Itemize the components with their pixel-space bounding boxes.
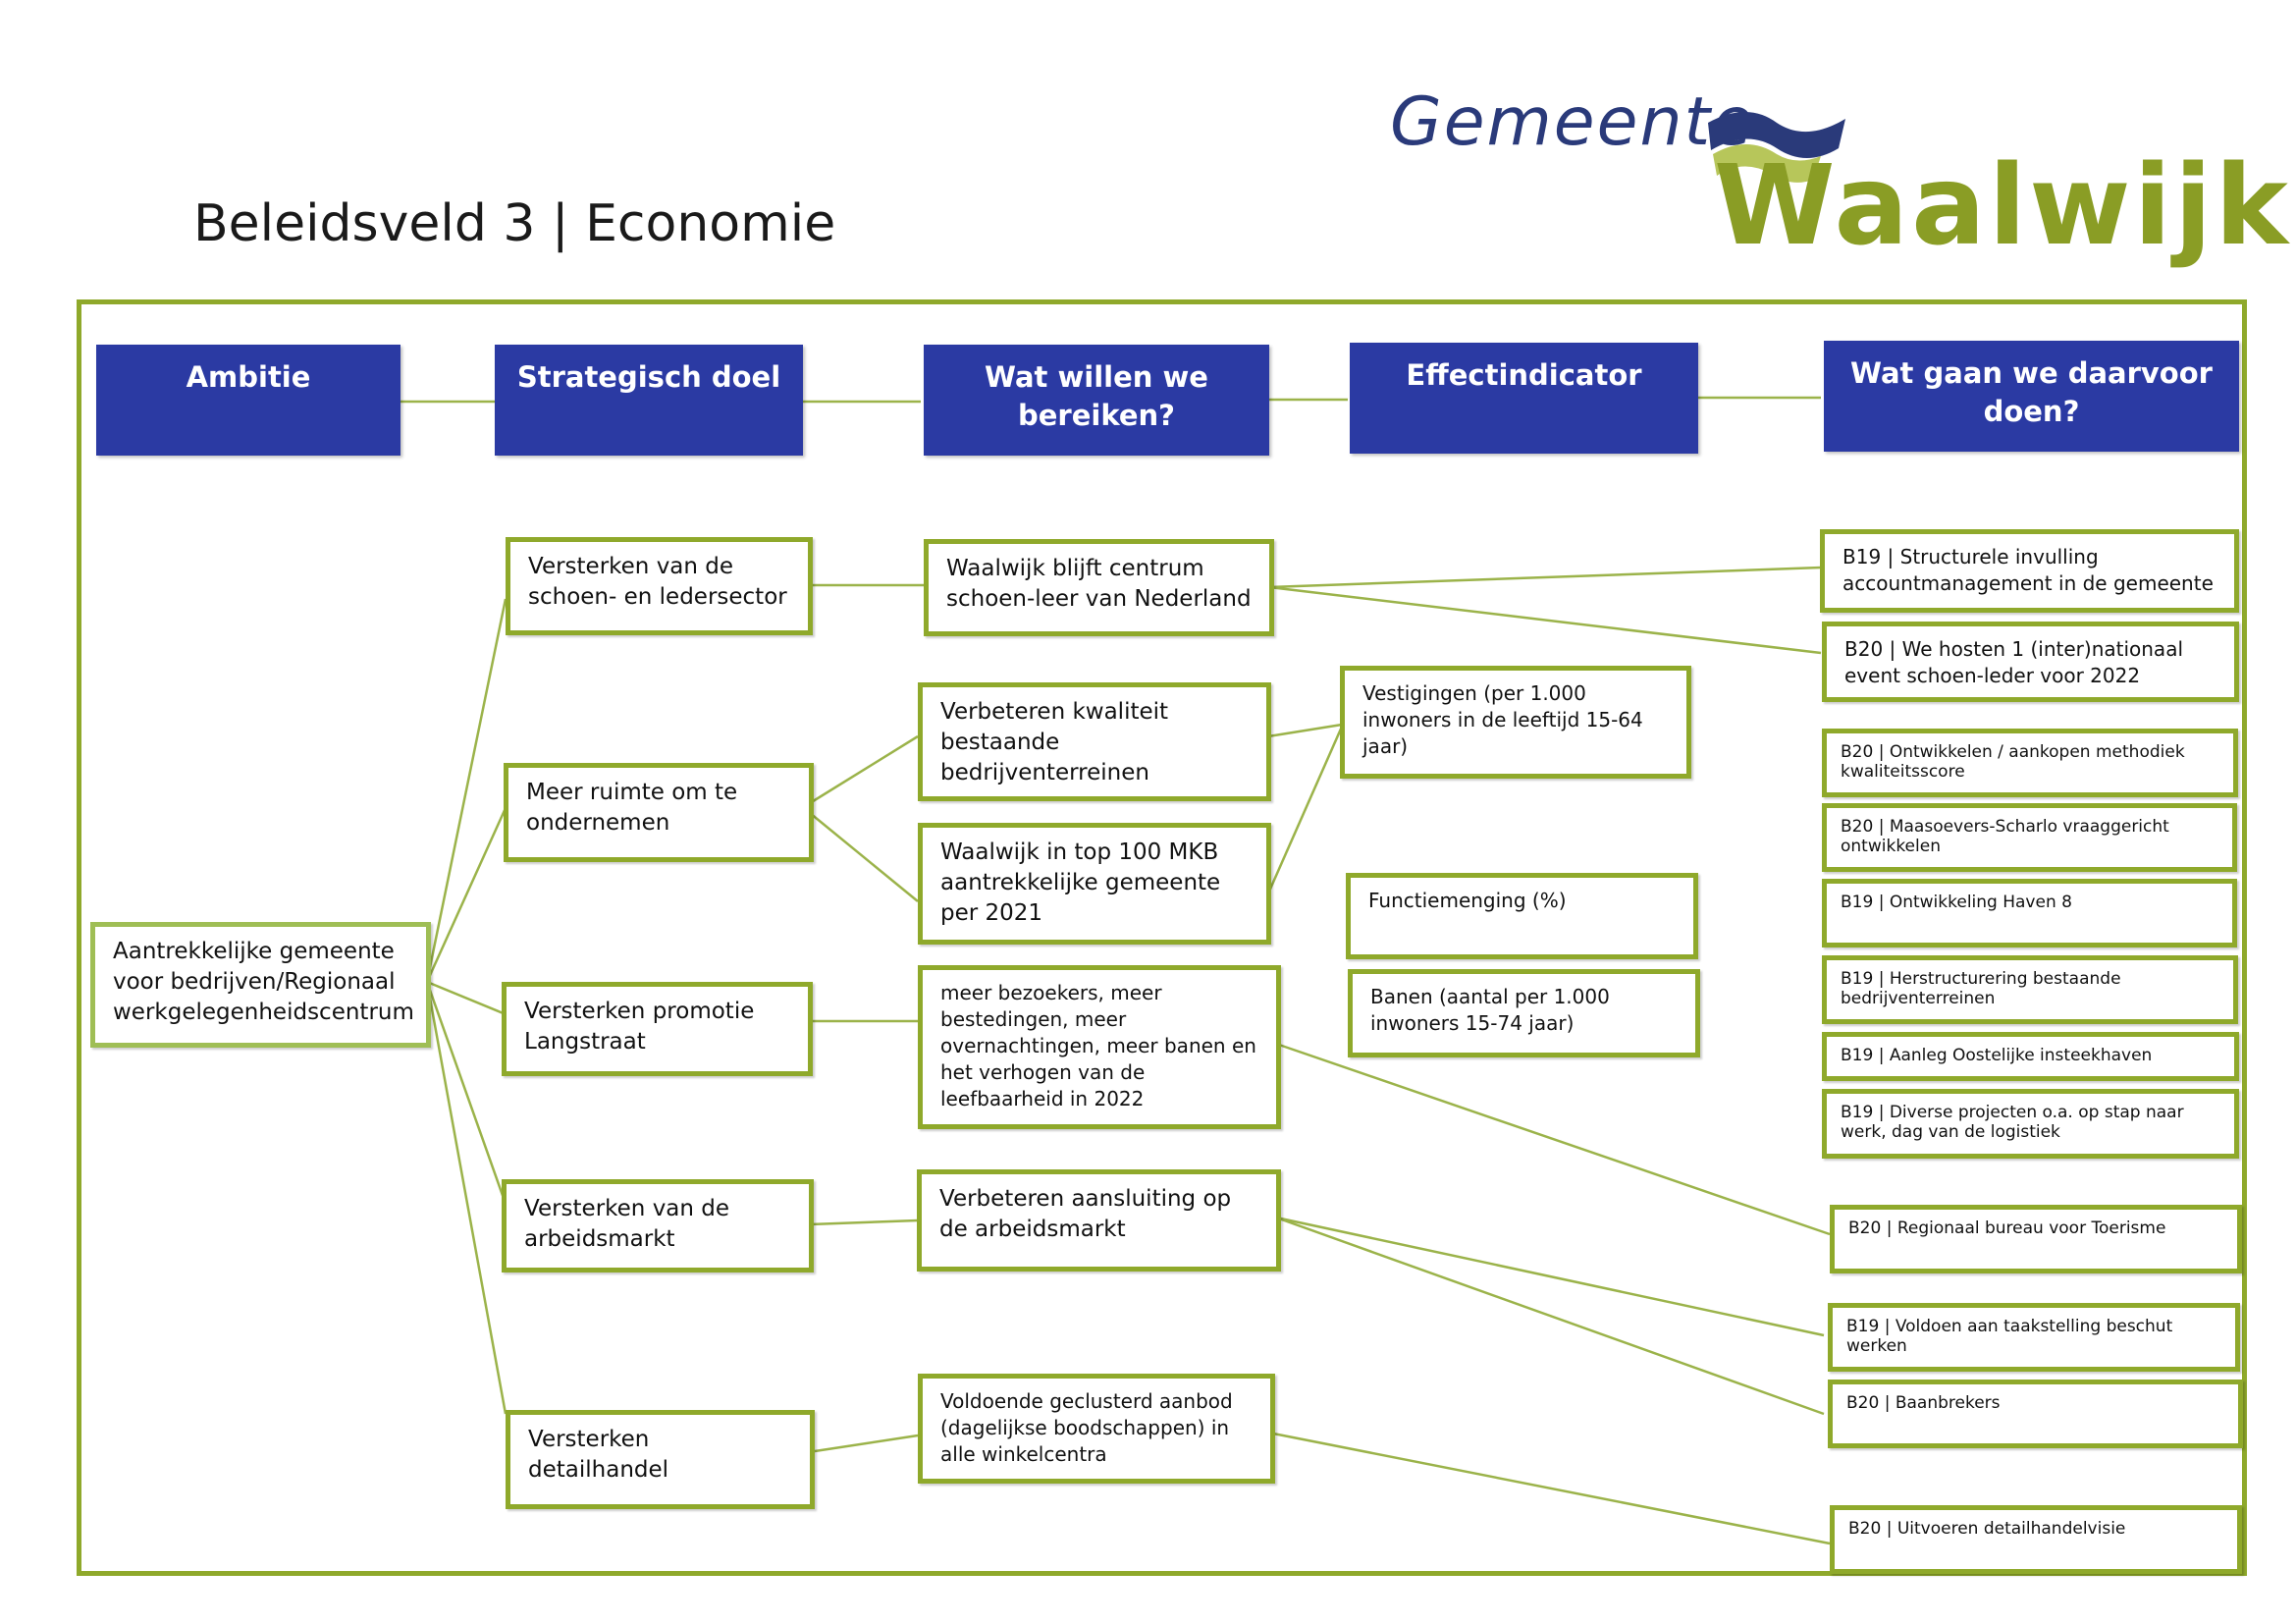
logo-text-waalwijk: Waalwijk [1714, 142, 2291, 270]
bereiken-aansluiting-arbeidsmarkt: Verbeteren aansluiting op de arbeidsmark… [917, 1169, 1281, 1272]
header-strategisch-doel: Strategisch doel [495, 345, 803, 456]
doel-meer-ruimte: Meer ruimte om te ondernemen [504, 763, 814, 862]
logo-text-gemeente: Gemeente [1390, 83, 1756, 161]
indicator-vestigingen: Vestigingen (per 1.000 inwoners in de le… [1340, 666, 1691, 779]
actie-event-schoen-leder: B20 | We hosten 1 (inter)nationaal event… [1822, 622, 2239, 702]
doel-promotie-langstraat: Versterken promotie Langstraat [502, 982, 813, 1076]
actie-maasoevers-scharlo: B20 | Maasoevers-Scharlo vraaggericht on… [1822, 803, 2237, 872]
bereiken-geclusterd-aanbod: Voldoende geclusterd aanbod (dagelijkse … [918, 1374, 1275, 1484]
bereiken-kwaliteit-bedrijventerreinen: Verbeteren kwaliteit bestaande bedrijven… [918, 682, 1271, 801]
actie-detailhandelvisie: B20 | Uitvoeren detailhandelvisie [1830, 1505, 2242, 1574]
actie-baanbrekers: B20 | Baanbrekers [1828, 1380, 2243, 1448]
gemeente-waalwijk-logo: Gemeente Waalwijk [1379, 83, 2288, 270]
diagram-frame [77, 299, 2247, 1576]
doel-detailhandel: Versterken detailhandel [506, 1410, 815, 1509]
indicator-banen: Banen (aantal per 1.000 inwoners 15-74 j… [1348, 969, 1700, 1057]
doel-schoen-ledersector: Versterken van de schoen- en ledersector [506, 537, 813, 635]
bereiken-meer-bezoekers: meer bezoekers, meer bestedingen, meer o… [918, 965, 1281, 1129]
bereiken-centrum-schoen-leer: Waalwijk blijft centrum schoen-leer van … [924, 539, 1274, 636]
actie-diverse-projecten: B19 | Diverse projecten o.a. op stap naa… [1822, 1089, 2239, 1159]
actie-herstructurering: B19 | Herstructurering bestaande bedrijv… [1822, 955, 2238, 1024]
actie-haven-8: B19 | Ontwikkeling Haven 8 [1822, 879, 2237, 947]
header-wat-gaan-we-doen: Wat gaan we daarvoor doen? [1824, 341, 2239, 452]
page-title: Beleidsveld 3 | Economie [193, 194, 836, 253]
actie-regionaal-bureau-toerisme: B20 | Regionaal bureau voor Toerisme [1830, 1205, 2242, 1273]
logo-flag-icon [1708, 112, 1845, 183]
actie-beschut-werken: B19 | Voldoen aan taakstelling beschut w… [1828, 1303, 2240, 1372]
actie-methodiek-kwaliteitsscore: B20 | Ontwikkelen / aankopen methodiek k… [1822, 729, 2238, 797]
bereiken-top-100-mkb: Waalwijk in top 100 MKB aantrekkelijke g… [918, 823, 1271, 945]
actie-accountmanagement: B19 | Structurele invulling accountmanag… [1820, 529, 2239, 613]
ambitie-box: Aantrekkelijke gemeente voor bedrijven/R… [90, 922, 431, 1048]
header-ambitie: Ambitie [96, 345, 400, 456]
actie-oostelijke-insteekhaven: B19 | Aanleg Oostelijke insteekhaven [1822, 1032, 2239, 1081]
doel-arbeidsmarkt: Versterken van de arbeidsmarkt [502, 1179, 814, 1272]
indicator-functiemenging: Functiemenging (%) [1346, 873, 1698, 959]
header-effectindicator: Effectindicator [1350, 343, 1698, 454]
header-wat-willen-we-bereiken: Wat willen we bereiken? [924, 345, 1269, 456]
